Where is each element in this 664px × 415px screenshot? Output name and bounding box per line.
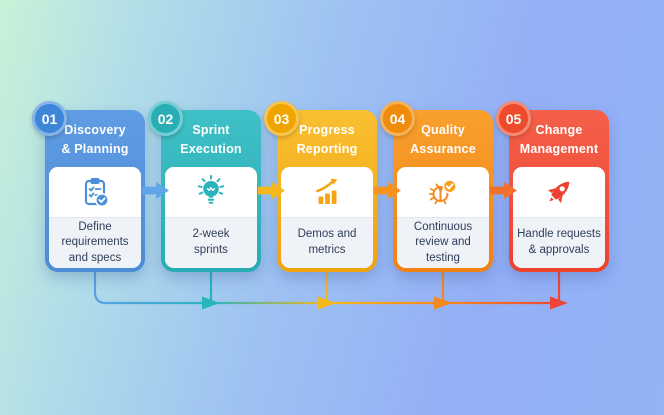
step-title: Quality Assurance [410, 123, 476, 156]
flow-arrowhead-yellow [318, 296, 336, 310]
step-description: Continuous review and testing [397, 217, 489, 268]
step-description: Handle requests & approvals [513, 217, 605, 268]
step-card-quality-assurance: 04 Quality Assurance [380, 101, 493, 272]
rocket-icon [513, 167, 605, 217]
bar-chart-icon [281, 167, 373, 217]
step-card-sprint-execution: 02 Sprint Execution [148, 101, 261, 272]
step-number-badge: 03 [264, 101, 299, 136]
lightbulb-icon [165, 167, 257, 217]
step-number-badge: 05 [496, 101, 531, 136]
flow-arrowhead-teal [202, 296, 220, 310]
step-number: 03 [273, 110, 290, 127]
step-body: Handle requests & approvals [513, 167, 605, 268]
step-title: Progress Reporting [296, 123, 358, 156]
step-body: 2-week sprints [165, 167, 257, 268]
step-card-change-management: 05 Change Management Handle requests & a… [496, 101, 609, 272]
clipboard-check-icon [49, 167, 141, 217]
step-number: 04 [389, 110, 406, 127]
step-number: 02 [157, 110, 174, 127]
step-description: 2-week sprints [165, 217, 257, 268]
step-description: Demos and metrics [281, 217, 373, 268]
bug-check-icon [397, 167, 489, 217]
flow-arrowhead-orange [434, 296, 452, 310]
step-number: 01 [41, 110, 58, 127]
step-body: Define requirements and specs [49, 167, 141, 268]
step-title: Change Management [519, 123, 599, 156]
step-card-discovery-planning: 01 Discovery & Planning Define requireme… [32, 101, 145, 272]
step-number-badge: 02 [148, 101, 183, 136]
flow-arrowhead-red [550, 296, 568, 310]
step-title: Discovery & Planning [61, 123, 129, 156]
step-number-badge: 01 [32, 101, 67, 136]
step-body: Continuous review and testing [397, 167, 489, 268]
bus-line [93, 271, 559, 305]
step-number-badge: 04 [380, 101, 415, 136]
step-card-progress-reporting: 03 Progress Reporting Demos and metrics [264, 101, 377, 272]
step-number: 05 [505, 110, 522, 127]
step-description: Define requirements and specs [49, 217, 141, 268]
step-title: Sprint Execution [180, 123, 242, 156]
step-body: Demos and metrics [281, 167, 373, 268]
